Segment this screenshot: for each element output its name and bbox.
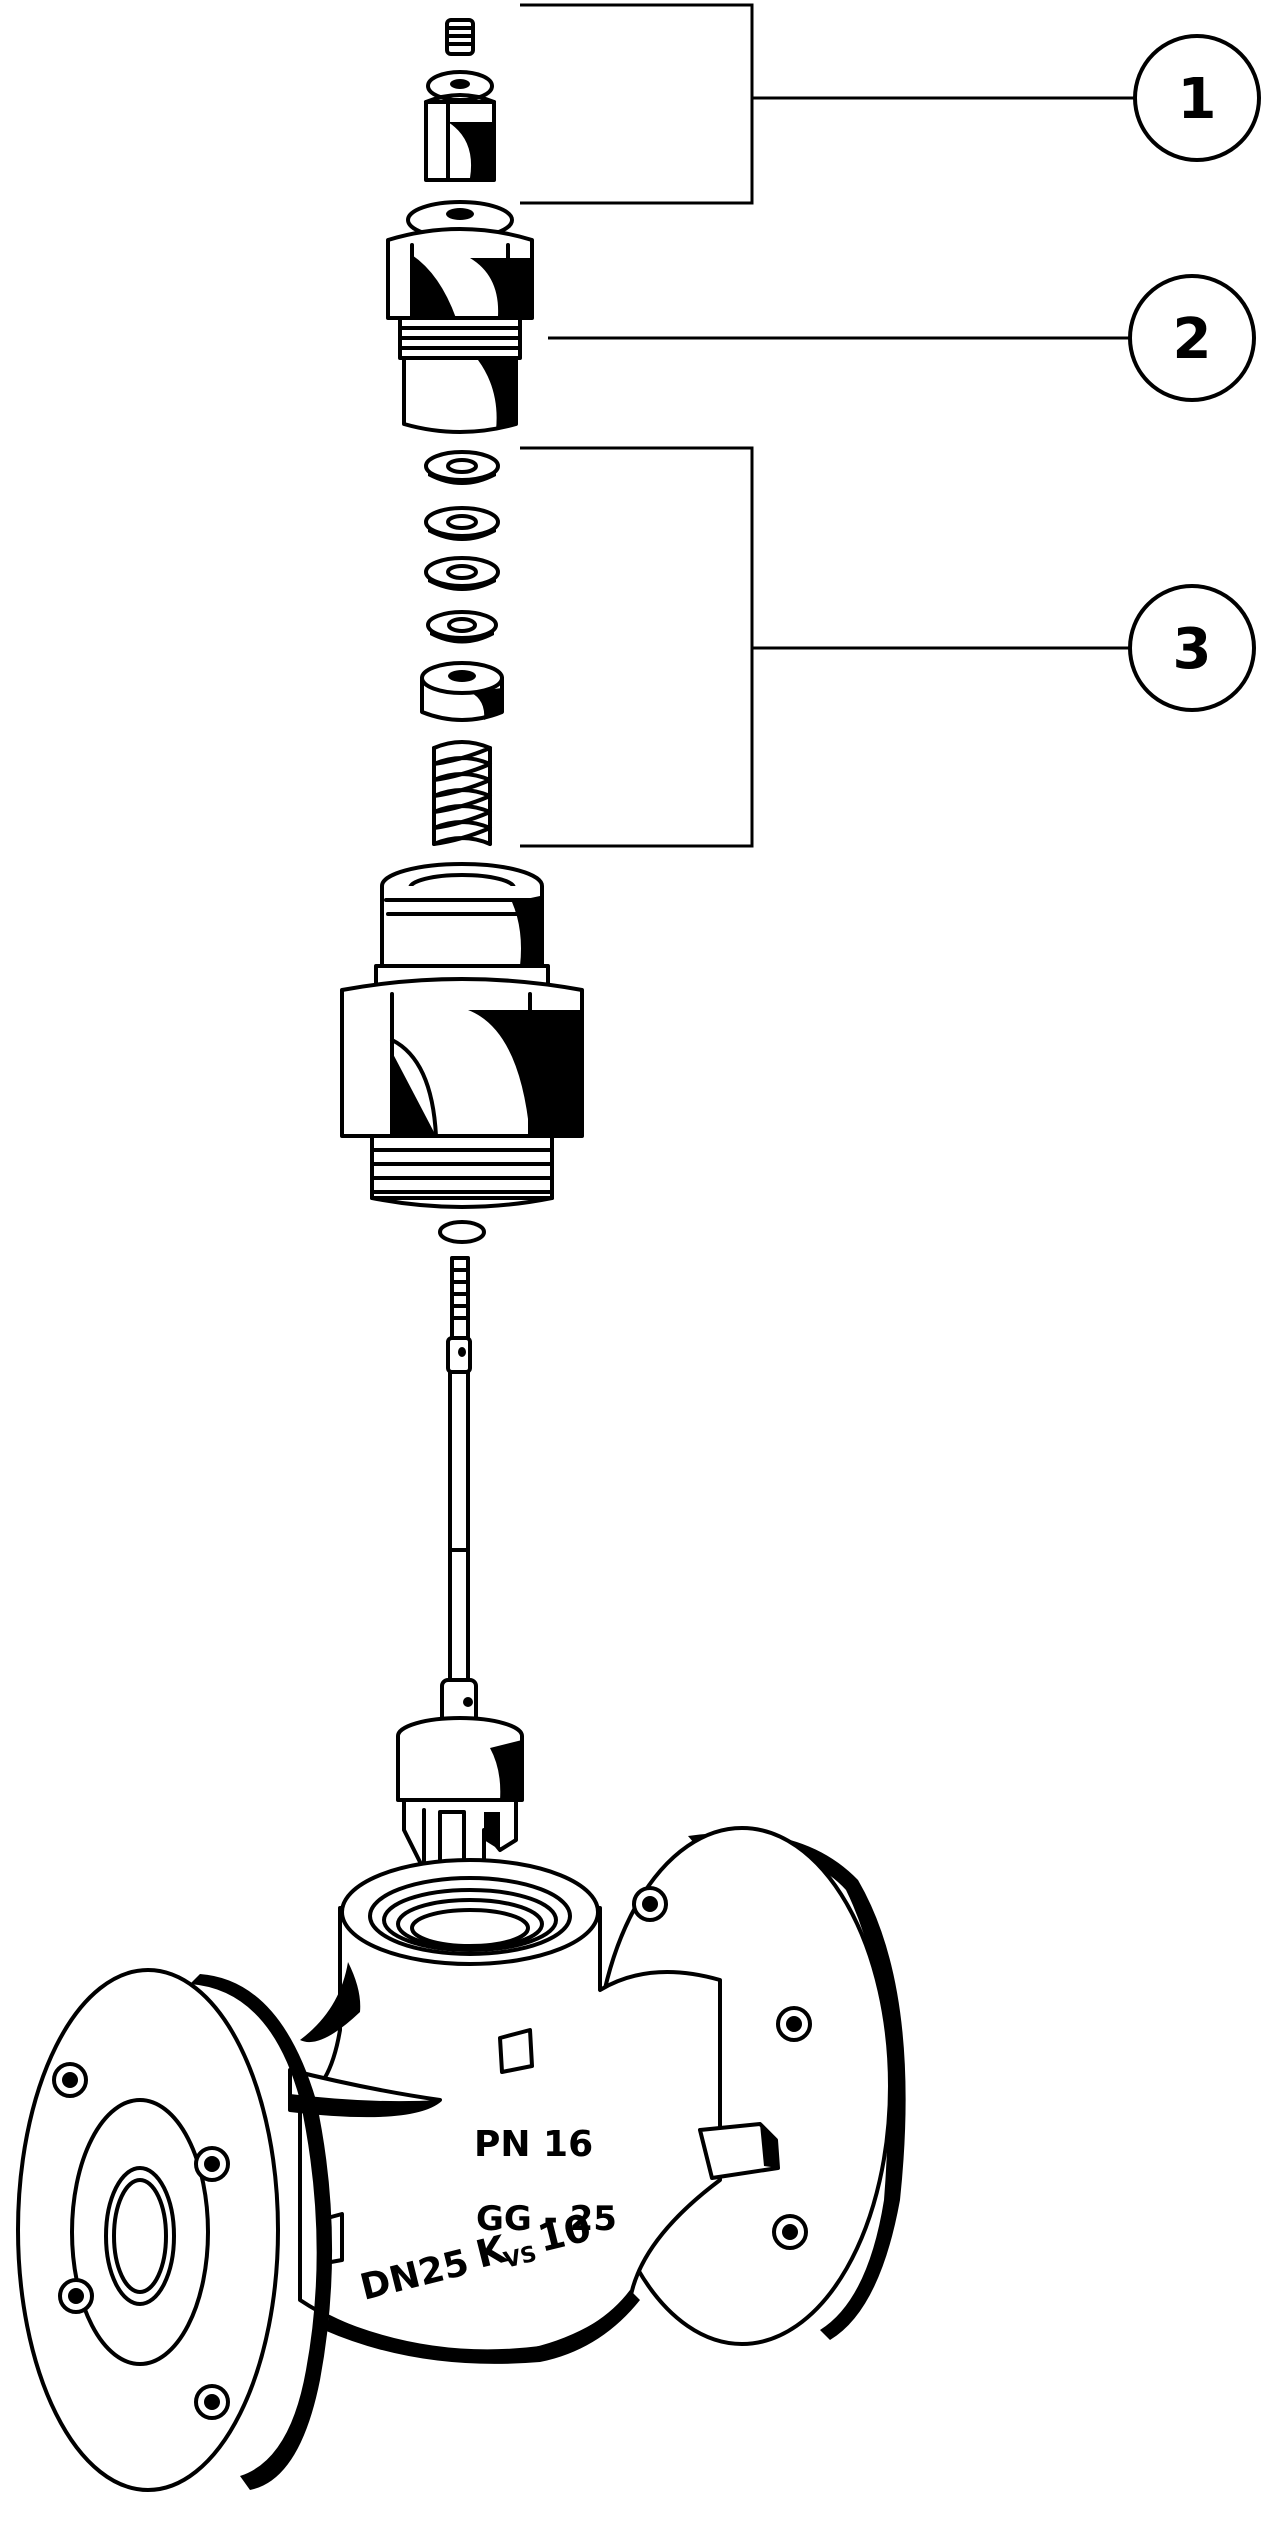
washer-1 xyxy=(424,450,500,485)
bracket-3 xyxy=(520,446,754,848)
left-flange xyxy=(16,1968,333,2492)
valve-body: PN 16 GG - 25 DN25 K VS 10 xyxy=(16,1826,906,2492)
valve-insert xyxy=(340,862,584,1209)
callout-circle-1 xyxy=(1133,34,1261,162)
spring xyxy=(432,740,492,846)
callout-1: 1 xyxy=(1133,34,1261,162)
callout-circle-3 xyxy=(1128,584,1256,712)
bracket-1 xyxy=(520,3,754,205)
callout-number-2: 2 xyxy=(1173,307,1212,372)
callout-number-1: 1 xyxy=(1178,67,1217,132)
callout-number-3: 3 xyxy=(1173,617,1212,682)
grub-screw xyxy=(445,18,475,56)
bonnet-nut xyxy=(386,200,534,434)
valve-plug xyxy=(396,1716,524,1878)
callout-2: 2 xyxy=(1128,274,1256,402)
washer-3 xyxy=(424,556,500,591)
cap-nut xyxy=(424,70,496,182)
o-ring xyxy=(438,1220,486,1244)
valve-stem xyxy=(440,1256,478,1726)
washer-stack xyxy=(424,450,500,644)
callout-3: 3 xyxy=(1128,584,1256,712)
washer-4 xyxy=(426,610,498,644)
callout-leaders xyxy=(520,3,1142,848)
marking-pressure: PN 16 xyxy=(474,2124,593,2165)
marking-material: GG - 25 xyxy=(476,2199,617,2239)
packing-sleeve xyxy=(420,661,504,722)
callout-circle-2 xyxy=(1128,274,1256,402)
washer-2 xyxy=(424,506,500,541)
